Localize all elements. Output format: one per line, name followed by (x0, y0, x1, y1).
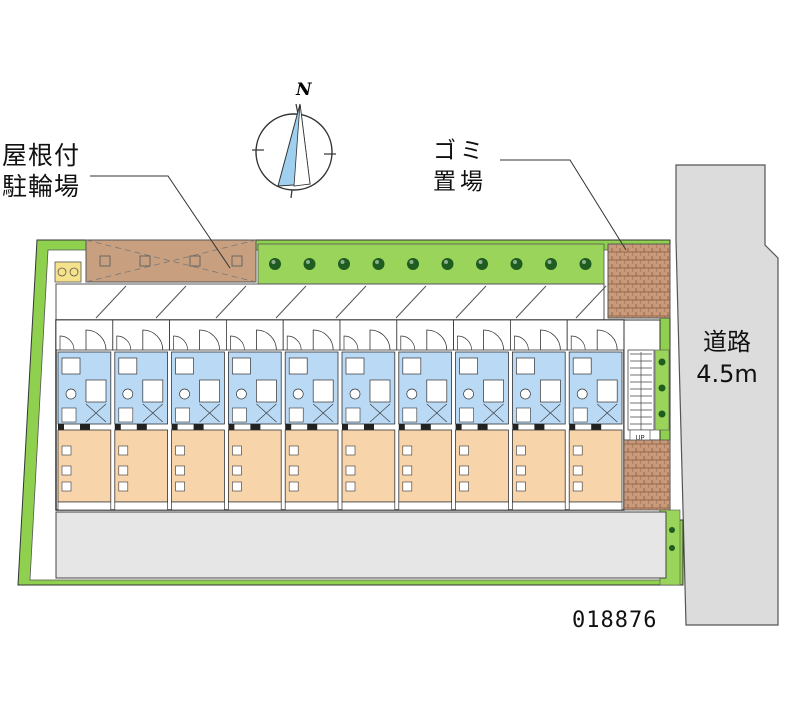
tree-icon (269, 258, 281, 270)
tree-icon (476, 258, 488, 270)
unit (339, 319, 398, 511)
parking-roof-strip (55, 283, 607, 321)
roof-bike-parking (85, 239, 257, 283)
road-label-line2: 4.5m (696, 360, 758, 388)
tree-icon (338, 258, 350, 270)
leader-garbage (500, 159, 627, 251)
tree-icon (510, 258, 523, 270)
apartment-units (55, 319, 625, 511)
leader-roof-parking (90, 175, 231, 269)
property-code: 018876 (572, 608, 658, 633)
compass-icon (252, 103, 336, 199)
roof-bike-parking-label-line2: 駐輪場 (2, 172, 81, 201)
unit (225, 319, 284, 511)
bike-rack (54, 261, 82, 283)
unit (112, 319, 171, 511)
tree-icon (441, 258, 454, 270)
tree-icon (303, 258, 316, 270)
road-label: 道路 4.5m (682, 326, 772, 390)
garbage-label-line1: ゴミ (433, 138, 487, 164)
unit (396, 319, 454, 511)
tree-icon (372, 258, 385, 270)
unit (169, 319, 227, 511)
garbage-label: ゴミ 置場 (420, 136, 500, 198)
roof-bike-parking-label-line1: 屋根付 (2, 141, 81, 170)
brick-walkway (623, 439, 671, 511)
trees (269, 258, 592, 270)
stair: UP (623, 319, 661, 445)
garbage-label-line2: 置場 (433, 169, 487, 195)
unit (509, 319, 568, 511)
tree-icon (579, 258, 592, 270)
unit (282, 319, 341, 511)
unit (55, 319, 114, 511)
tree-icon (545, 258, 557, 270)
compass-north-label: N (296, 80, 312, 100)
parking-lot (55, 511, 667, 579)
road (675, 164, 779, 626)
roof-bike-parking-label: 屋根付 駐輪場 (2, 140, 80, 202)
unit (566, 319, 625, 511)
garbage-area (607, 243, 671, 319)
tree-icon (407, 258, 419, 270)
stair-up-label: UP (635, 434, 644, 442)
road-label-line1: 道路 (703, 328, 751, 356)
unit (453, 319, 511, 511)
